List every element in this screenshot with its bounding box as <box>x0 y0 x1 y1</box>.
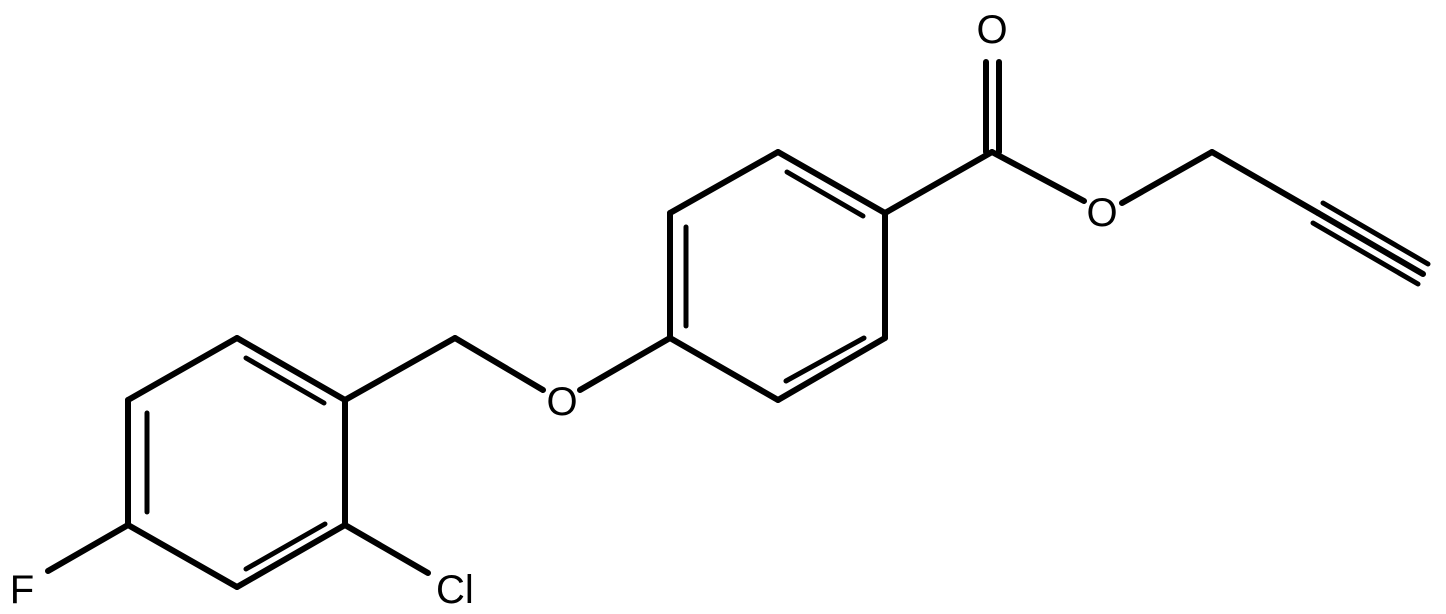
bond-ring-fluorine <box>45 522 131 574</box>
fluorine-label: F <box>10 568 34 612</box>
ring2-bond-3 <box>125 522 240 590</box>
ring1-bond-2 <box>775 335 888 403</box>
ring2-inner-bond-a <box>243 355 327 406</box>
bond-ch2-ester-o <box>1119 149 1215 206</box>
triple-bond-line-center <box>1315 210 1426 277</box>
ether-linkage: O <box>342 335 673 424</box>
bond-ch2-ring <box>342 335 458 403</box>
triple-bond <box>1310 200 1431 287</box>
bond-ester-o-carbonyl-c <box>989 149 1087 204</box>
ring1-bond-6 <box>775 149 888 216</box>
bond-ring-chlorine <box>342 522 431 576</box>
bond-ring-ether-o <box>577 335 673 393</box>
ring1-bond-5 <box>667 149 781 216</box>
bond-carbonyl-c-ring <box>882 149 995 216</box>
halophenyl-ring: Cl F <box>10 335 474 612</box>
ring1-inner-bond-b <box>783 335 867 384</box>
carbonyl-oxygen-label: O <box>976 8 1007 52</box>
carbonyl-double-bond <box>983 59 1002 155</box>
ether-oxygen-label: O <box>546 380 577 424</box>
ester-group: O O <box>882 8 1118 235</box>
triple-bond-line-upper <box>1320 200 1431 267</box>
ring2-inner-bond-b <box>243 521 328 572</box>
ring1-bond-3 <box>667 335 781 403</box>
ester-oxygen-label: O <box>1086 191 1117 235</box>
bond-ether-o-ch2 <box>452 335 546 393</box>
triple-bond-line-lower <box>1310 220 1421 287</box>
bond-ch2-alkyne <box>1209 149 1321 216</box>
ring2-bond-2 <box>234 522 348 590</box>
ring1-inner-bond-a <box>784 169 866 219</box>
propargyl-group <box>1119 149 1431 287</box>
ring2-bond-5 <box>125 335 240 403</box>
chlorine-label: Cl <box>436 568 474 612</box>
ring2-bond-6 <box>234 335 348 403</box>
benzoate-ring <box>667 149 888 403</box>
